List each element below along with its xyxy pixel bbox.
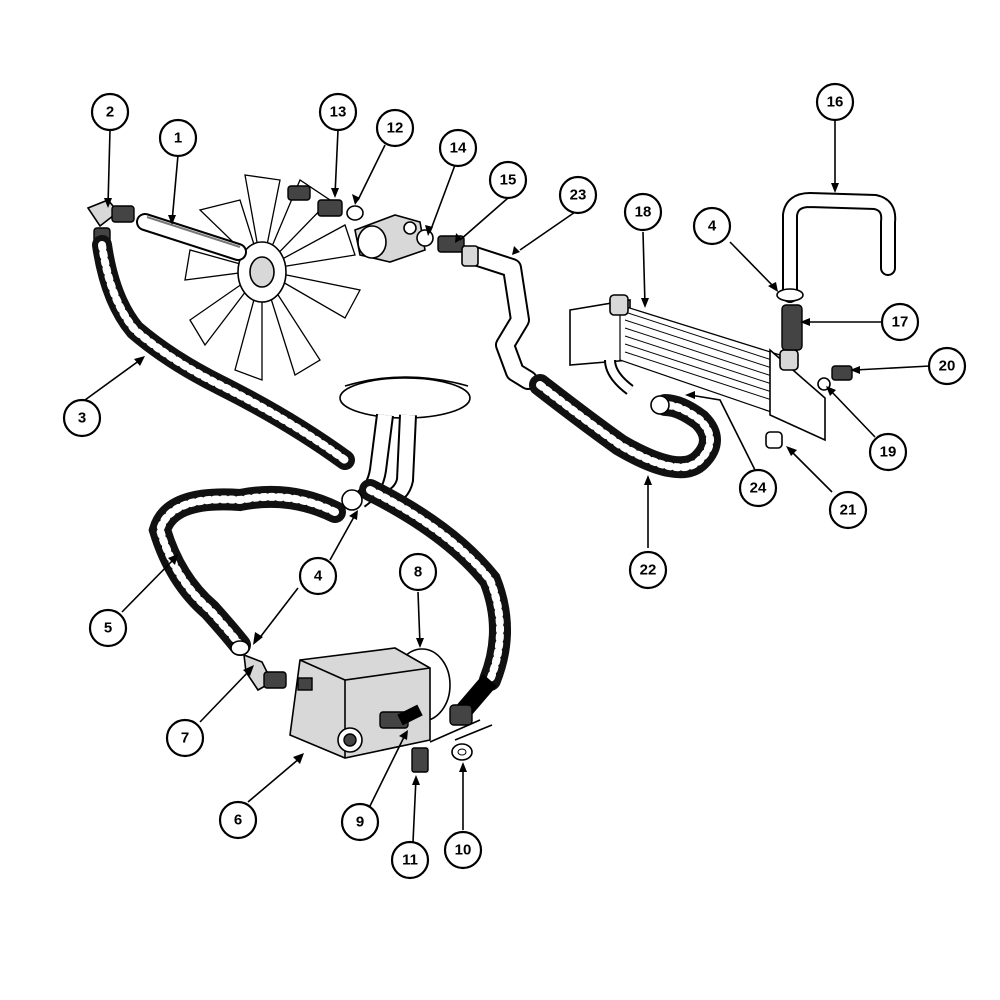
svg-text:8: 8 — [414, 564, 422, 581]
svg-text:22: 22 — [640, 562, 657, 579]
svg-text:9: 9 — [356, 814, 364, 831]
svg-text:5: 5 — [104, 620, 112, 637]
hydraulic-pump-icon — [289, 647, 451, 759]
callout-4-mid: 4 — [298, 556, 338, 596]
hose-5 — [148, 485, 363, 656]
svg-text:15: 15 — [500, 172, 517, 189]
svg-text:10: 10 — [455, 842, 472, 859]
fittings-13-14-15 — [287, 185, 465, 253]
callout-4-top: 4 — [692, 206, 732, 246]
callout-8: 8 — [398, 552, 438, 592]
svg-text:18: 18 — [635, 204, 652, 221]
callout-21: 21 — [828, 490, 868, 530]
callouts: 2 1 13 12 14 15 23 18 16 4 17 20 19 21 2… — [62, 82, 967, 880]
svg-text:13: 13 — [330, 104, 347, 121]
bolt-11-washer-10 — [411, 719, 493, 773]
svg-text:4: 4 — [314, 568, 323, 585]
svg-text:17: 17 — [892, 314, 909, 331]
svg-text:1: 1 — [174, 130, 182, 147]
callout-12: 12 — [375, 108, 415, 148]
callout-22: 22 — [628, 550, 668, 590]
leader-lines — [84, 120, 931, 843]
callout-2: 2 — [90, 92, 130, 132]
svg-text:3: 3 — [78, 410, 86, 427]
hardware-19-20-21 — [765, 365, 853, 449]
callout-16: 16 — [815, 82, 855, 122]
svg-text:19: 19 — [880, 444, 897, 461]
callout-24: 24 — [738, 468, 778, 508]
callout-19: 19 — [868, 432, 908, 472]
svg-text:11: 11 — [402, 852, 418, 869]
svg-text:20: 20 — [939, 358, 956, 375]
svg-text:2: 2 — [106, 104, 114, 121]
fitting-7 — [243, 653, 287, 692]
hose-return — [359, 479, 511, 726]
reservoir-icon — [339, 376, 471, 509]
callout-6: 6 — [218, 800, 258, 840]
svg-text:6: 6 — [234, 812, 242, 829]
callout-23: 23 — [558, 175, 598, 215]
hose-3 — [92, 235, 355, 470]
svg-text:4: 4 — [708, 218, 717, 235]
hose-23 — [461, 245, 538, 390]
callout-17: 17 — [880, 302, 920, 342]
callout-10: 10 — [443, 830, 483, 870]
callout-14: 14 — [438, 128, 478, 168]
callout-11: 11 — [390, 840, 430, 880]
fan-motor-icon — [354, 214, 426, 263]
callout-20: 20 — [927, 346, 967, 386]
callout-15: 15 — [488, 160, 528, 200]
svg-text:12: 12 — [387, 120, 404, 137]
pipe-16 — [776, 191, 897, 303]
tube-1 — [136, 213, 247, 261]
fan-icon — [184, 174, 361, 381]
callout-3: 3 — [62, 398, 102, 438]
callout-7: 7 — [165, 718, 205, 758]
svg-text:21: 21 — [840, 502, 857, 519]
callout-18: 18 — [623, 192, 663, 232]
svg-text:14: 14 — [450, 140, 467, 157]
svg-text:16: 16 — [827, 94, 844, 111]
svg-text:23: 23 — [570, 187, 587, 204]
hose-17 — [781, 304, 803, 351]
svg-text:24: 24 — [750, 480, 767, 497]
callout-5: 5 — [88, 608, 128, 648]
callout-1: 1 — [158, 118, 198, 158]
svg-text:7: 7 — [181, 730, 189, 747]
callout-13: 13 — [318, 92, 358, 132]
oil-cooler-icon — [569, 294, 826, 442]
callout-9: 9 — [340, 802, 380, 842]
hose-22 — [529, 359, 721, 479]
